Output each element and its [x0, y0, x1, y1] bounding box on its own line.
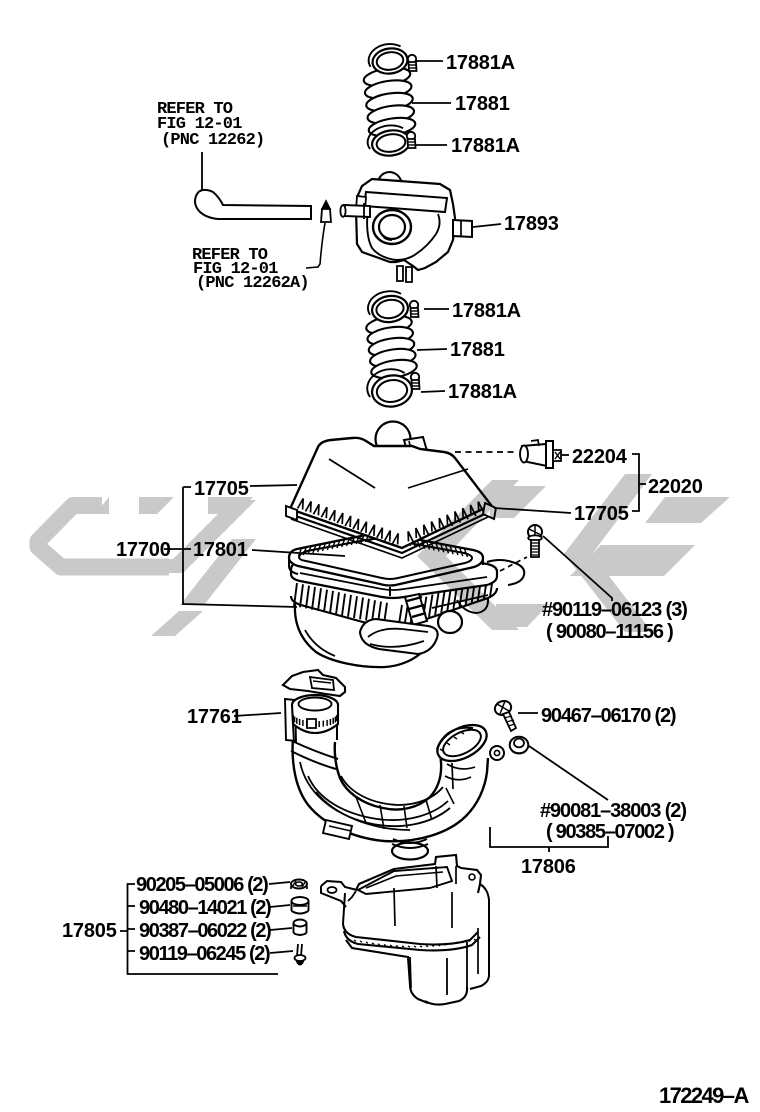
svg-text:REFER TO: REFER TO	[157, 100, 233, 119]
svg-text:17881: 17881	[455, 93, 510, 115]
svg-text:90387–06022 (2): 90387–06022 (2)	[139, 920, 271, 942]
svg-text:FIG 12-01: FIG 12-01	[157, 115, 242, 134]
svg-text:90205–05006 (2): 90205–05006 (2)	[136, 874, 268, 896]
svg-text:17881A: 17881A	[452, 300, 521, 322]
svg-text:17705: 17705	[194, 478, 249, 500]
svg-text:(PNC 12262A): (PNC 12262A)	[196, 274, 309, 293]
svg-text:( 90385–07002 ): ( 90385–07002 )	[546, 821, 674, 843]
svg-text:( 90080–11156 ): ( 90080–11156 )	[546, 621, 673, 643]
svg-text:17881A: 17881A	[446, 52, 515, 74]
svg-text:17881A: 17881A	[448, 381, 517, 403]
svg-text:FIG 12-01: FIG 12-01	[193, 260, 278, 279]
svg-text:90467–06170 (2): 90467–06170 (2)	[541, 705, 676, 727]
svg-text:17893: 17893	[504, 213, 559, 235]
svg-text:17700: 17700	[116, 539, 171, 561]
svg-text:17806: 17806	[521, 856, 576, 878]
svg-text:90480–14021 (2): 90480–14021 (2)	[139, 897, 271, 919]
svg-text:17805: 17805	[62, 920, 117, 942]
svg-text:#90081–38003 (2): #90081–38003 (2)	[540, 800, 686, 822]
svg-text:17881: 17881	[450, 339, 505, 361]
svg-text:172249–A: 172249–A	[659, 1083, 749, 1108]
svg-text:22020: 22020	[648, 476, 703, 498]
svg-text:90119–06245 (2): 90119–06245 (2)	[139, 943, 270, 965]
svg-text:17881A: 17881A	[451, 135, 520, 157]
svg-text:(PNC 12262): (PNC 12262)	[161, 131, 264, 150]
svg-text:22204: 22204	[572, 446, 628, 468]
svg-text:REFER TO: REFER TO	[192, 246, 268, 265]
svg-text:17761: 17761	[187, 706, 242, 728]
